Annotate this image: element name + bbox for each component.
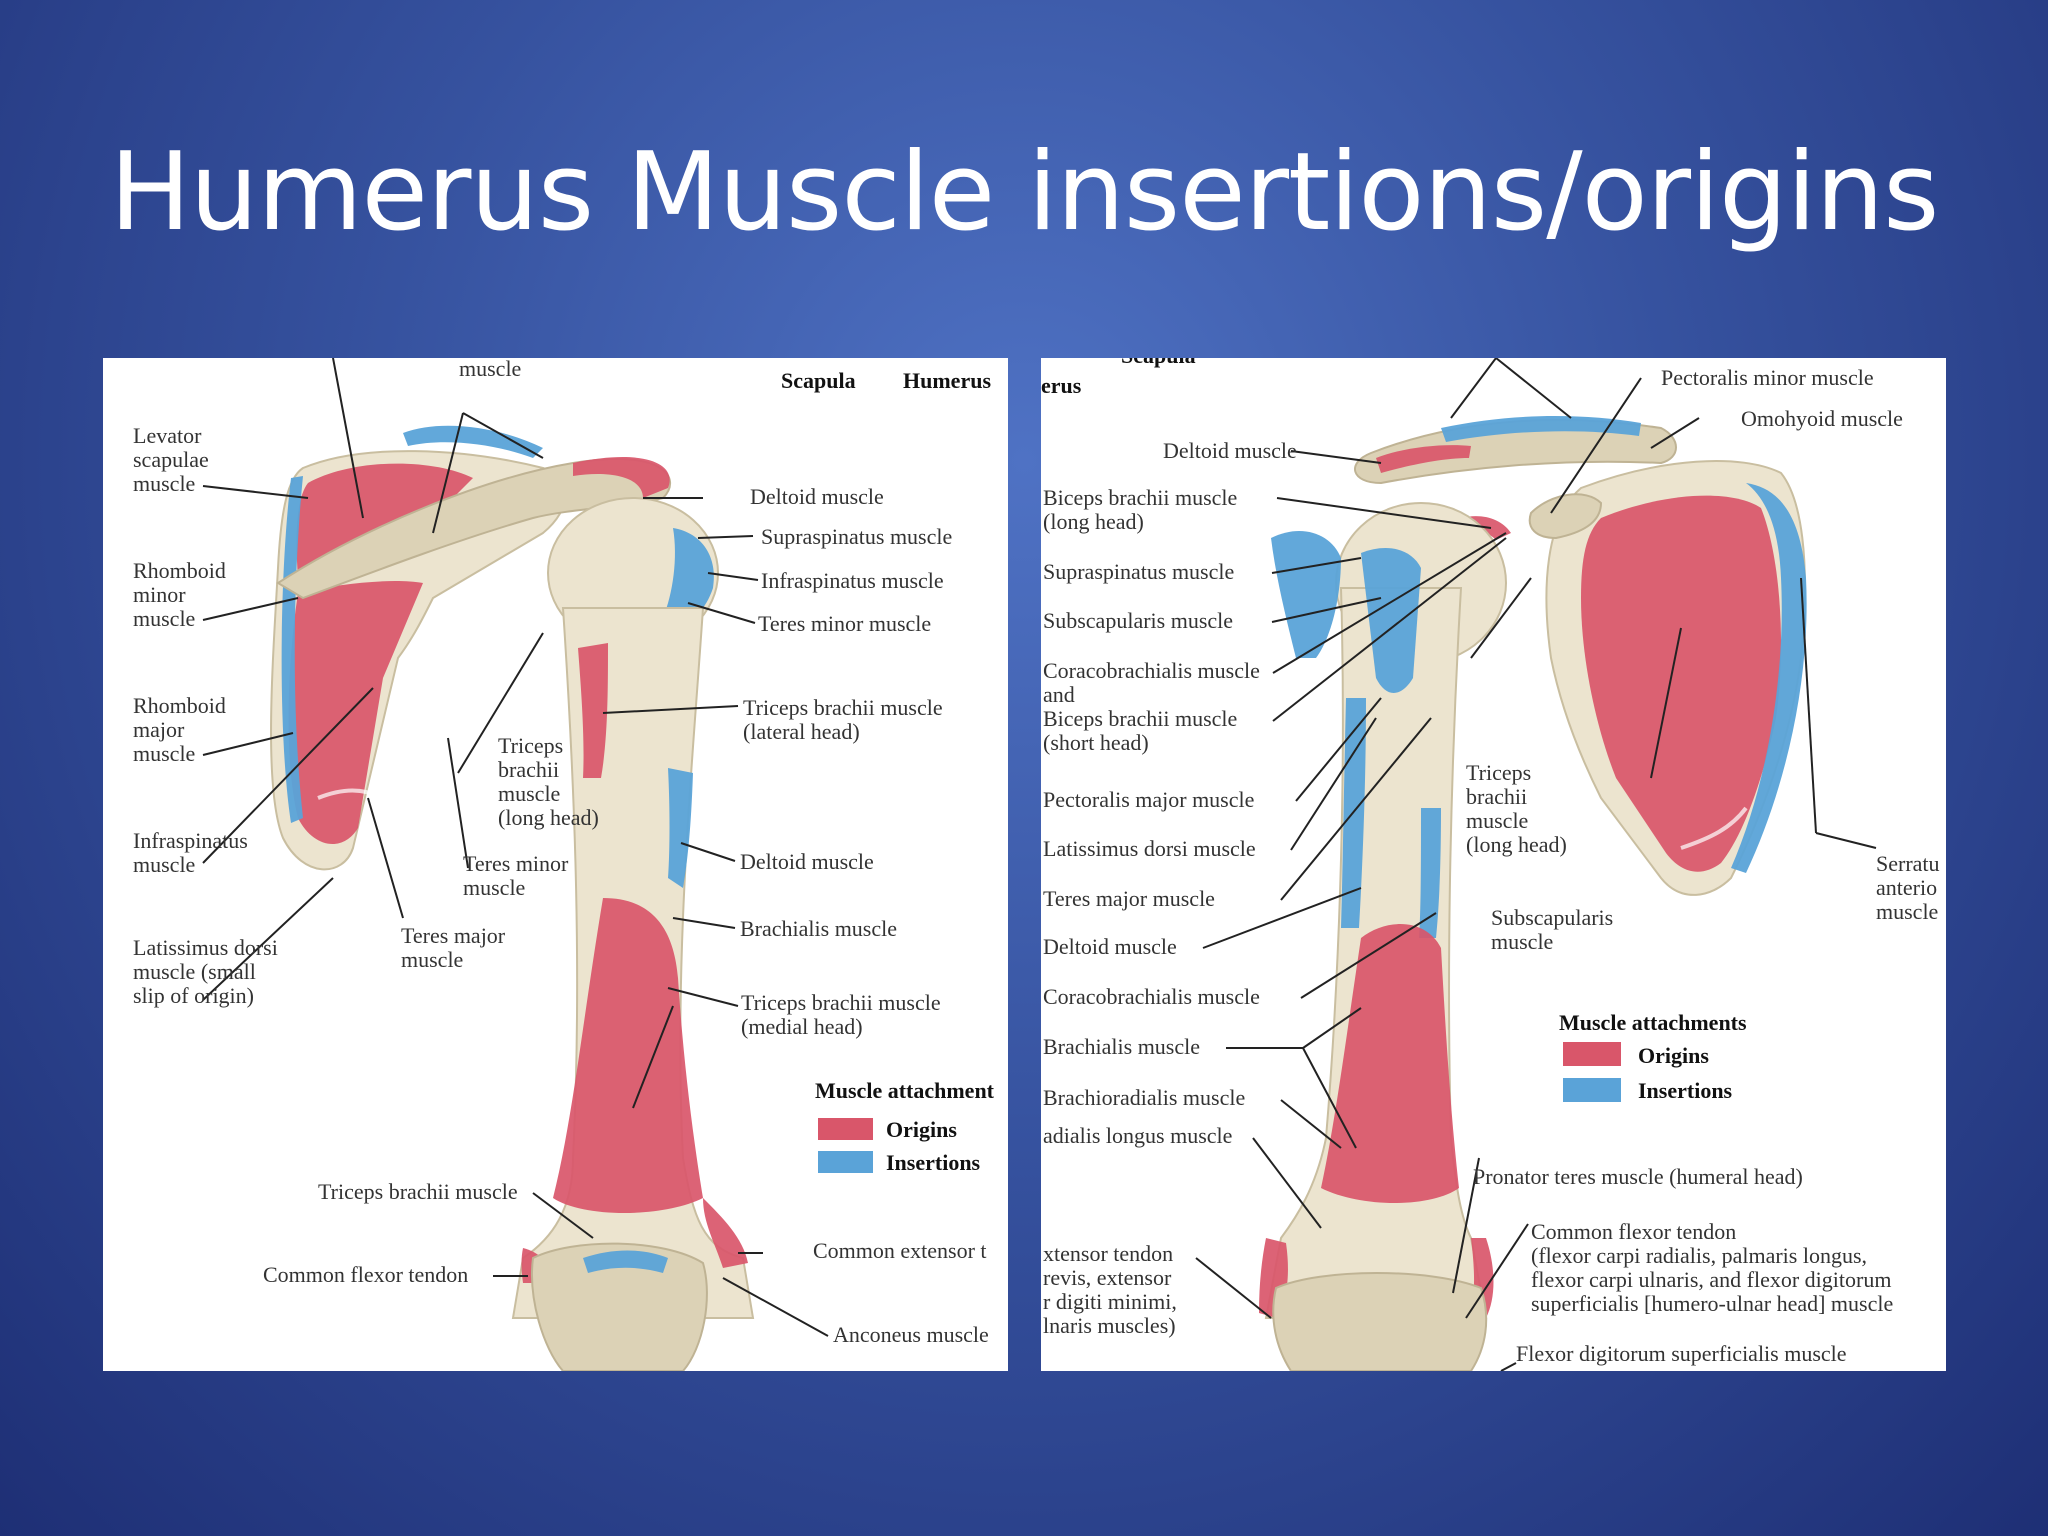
label-triceps-lateral: Triceps brachii muscle (lateral head)	[743, 695, 948, 744]
clavicle-deltoid-origin	[1376, 445, 1471, 473]
label-brachialis: Brachialis muscle	[1043, 1034, 1200, 1059]
label-brachioradialis: Brachioradialis muscle	[1043, 1085, 1245, 1110]
legend-origins-swatch	[818, 1118, 873, 1140]
label-brachialis: Brachialis muscle	[740, 916, 897, 941]
acromion-deltoid-origin	[573, 457, 670, 498]
greater-tubercle-insertions	[663, 528, 714, 622]
legend-insertions-swatch	[1563, 1078, 1621, 1102]
brachialis-origin	[1321, 924, 1459, 1203]
legend: Muscle attachment Origins Insertions	[815, 1078, 995, 1175]
label-subscapularis-left: Subscapularis muscle	[1043, 608, 1233, 633]
legend-origins-label: Origins	[1638, 1043, 1709, 1068]
anterior-humerus-diagram: Scapula erus Pectoralis minor muscle Omo…	[1041, 358, 1945, 1371]
label-supraspinatus: Supraspinatus muscle	[1043, 559, 1234, 584]
label-humerus: Humerus	[903, 368, 991, 393]
legend-origins-swatch	[1563, 1042, 1621, 1066]
legend-origins-label: Origins	[886, 1117, 957, 1142]
intertubercular-insertions	[1361, 548, 1421, 693]
lateral-epicondyle-origin	[703, 1198, 748, 1268]
label-rhomboid-minor: Rhomboid minor muscle	[133, 558, 231, 631]
label-anconeus: Anconeus muscle	[833, 1322, 989, 1347]
triceps-medial-origin	[553, 898, 703, 1213]
elbow-joint	[531, 1242, 708, 1371]
slide-title: Humerus Muscle insertions/origins	[109, 130, 1940, 255]
label-coracobrachialis-biceps: Coracobrachialis muscle and Biceps brach…	[1043, 658, 1265, 755]
label-coracobrachialis: Coracobrachialis muscle	[1043, 984, 1260, 1009]
label-ecr-longus: adialis longus muscle	[1043, 1123, 1232, 1148]
label-triceps-bottom: Triceps brachii muscle	[318, 1179, 518, 1204]
deltoid-tuberosity-insertion	[1419, 808, 1441, 938]
leader-lines	[1195, 358, 1877, 1371]
legend-title: Muscle attachments	[1559, 1010, 1747, 1035]
label-biceps-long: Biceps brachii muscle (long head)	[1043, 485, 1243, 534]
label-deltoid-mid: Deltoid muscle	[1043, 934, 1177, 959]
label-triceps-long: Triceps brachii muscle (long head)	[1466, 760, 1567, 857]
legend-title: Muscle attachment	[815, 1078, 995, 1103]
subscapular-fossa-origin	[1581, 495, 1781, 872]
label-scapula-top: Scapula	[1121, 358, 1196, 368]
clavicle-insertion	[1441, 416, 1641, 442]
label-infraspinatus-left: Infraspinatus muscle	[133, 828, 253, 877]
label-deltoid-mid: Deltoid muscle	[740, 849, 874, 874]
label-deltoid-top: Deltoid muscle	[750, 484, 884, 509]
scapula-medial-border-insertion	[281, 476, 303, 823]
label-deltoid-top: Deltoid muscle	[1163, 438, 1297, 463]
label-serratus: Serratu anterio muscle	[1876, 851, 1945, 924]
posterior-humerus-diagram: muscle Scapula Humerus Levator scapulae …	[133, 358, 995, 1371]
label-common-extensor: Common extensor t	[813, 1238, 987, 1263]
label-triceps-long: Triceps brachii muscle (long head)	[498, 733, 599, 830]
label-common-flexor: Common flexor tendon (flexor carpi radia…	[1531, 1219, 1897, 1316]
label-fds: Flexor digitorum superficialis muscle	[1516, 1341, 1847, 1366]
label-subscapularis-right: Subscapularis muscle	[1491, 905, 1619, 954]
label-latissimus-dorsi: Latissimus dorsi muscle	[1043, 836, 1256, 861]
elbow-joint	[1272, 1272, 1488, 1371]
coracoid-process	[1528, 493, 1603, 540]
acromion-trapezius-insertion	[403, 425, 543, 458]
leader-lines	[202, 358, 829, 1337]
anterior-view-illustration: Scapula erus Pectoralis minor muscle Omo…	[1041, 358, 1946, 1371]
posterior-view-illustration: muscle Scapula Humerus Levator scapulae …	[103, 358, 1008, 1371]
label-infraspinatus-right: Infraspinatus muscle	[761, 568, 944, 593]
legend: Muscle attachments Origins Insertions	[1559, 1010, 1747, 1103]
label-extensor-tendon: xtensor tendon revis, extensor r digiti …	[1043, 1241, 1182, 1338]
scapula-infraspinous-origin	[288, 581, 423, 845]
label-teres-major: Teres major muscle	[401, 923, 511, 972]
label-rhomboid-major: Rhomboid major muscle	[133, 693, 231, 766]
legend-insertions-label: Insertions	[1638, 1078, 1733, 1103]
label-muscle-top: muscle	[459, 358, 521, 381]
label-triceps-medial: Triceps brachii muscle (medial head)	[741, 990, 946, 1039]
label-teres-minor-right: Teres minor muscle	[758, 611, 931, 636]
label-scapula: Scapula	[781, 368, 856, 393]
label-pectoralis-major: Pectoralis major muscle	[1043, 787, 1254, 812]
label-common-flexor: Common flexor tendon	[263, 1262, 468, 1287]
deltoid-tuberosity-insertion	[668, 768, 693, 888]
legend-insertions-label: Insertions	[886, 1150, 981, 1175]
label-teres-major: Teres major muscle	[1043, 886, 1215, 911]
triceps-lateral-origin	[578, 643, 608, 778]
scapula-serratus-insertion	[1731, 483, 1807, 873]
label-levator-scapulae: Levator scapulae muscle	[133, 423, 214, 496]
legend-insertions-swatch	[818, 1151, 873, 1173]
label-latissimus-dorsi: Latissimus dorsi muscle (small slip of o…	[133, 935, 283, 1008]
label-teres-minor-left: Teres minor muscle	[463, 851, 574, 900]
label-pectoralis-minor: Pectoralis minor muscle	[1661, 365, 1874, 390]
olecranon-triceps-insertion	[583, 1250, 668, 1273]
lesser-tubercle-insertion	[1271, 530, 1341, 658]
label-supraspinatus: Supraspinatus muscle	[761, 524, 952, 549]
label-humerus-top: erus	[1041, 373, 1082, 398]
label-pronator-teres: Pronator teres muscle (humeral head)	[1473, 1164, 1803, 1189]
label-omohyoid: Omohyoid muscle	[1741, 406, 1903, 431]
